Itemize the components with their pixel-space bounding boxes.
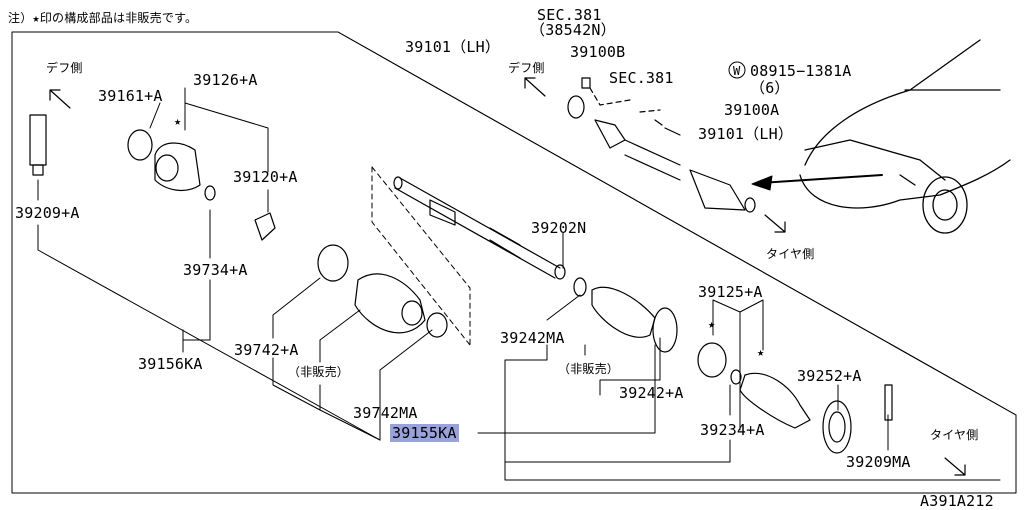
part-sec381-b: （38542N）: [530, 21, 616, 39]
boot-right: [573, 277, 678, 353]
part-washer-w: W: [733, 64, 741, 78]
part-sec381-a: SEC.381: [537, 6, 602, 24]
arrowhead: [751, 175, 773, 191]
part-39252a: 39252+A: [797, 367, 862, 385]
star-3: ★: [757, 345, 765, 359]
joint-parts: [697, 342, 893, 454]
direction-arrow: [759, 174, 883, 184]
upper-assembly: [567, 77, 756, 213]
shaft: [393, 176, 566, 280]
leader-39742a-b: [319, 309, 381, 441]
part-39161a: 39161+A: [98, 87, 163, 105]
diagram-id: A391A212: [920, 492, 994, 510]
leader-39742a: [272, 277, 321, 411]
star-1: ★: [174, 114, 182, 128]
part-39155ka: 39155KA: [390, 424, 459, 442]
leader-39742ma: [379, 329, 433, 403]
note-text: 注）★印の構成部品は非販売です。: [8, 11, 198, 25]
leader-39161: [149, 102, 161, 129]
part-39742a: 39742+A: [234, 341, 299, 359]
dashed-box: [371, 166, 471, 346]
part-39742ma: 39742MA: [353, 404, 418, 422]
boot-middle: [317, 244, 448, 338]
part-39156ka: 39156KA: [138, 355, 203, 373]
part-39100a: 39100A: [724, 101, 780, 119]
leader-39155-right: [477, 344, 656, 434]
part-39209a: 39209+A: [15, 204, 80, 222]
car-outline: [799, 39, 1011, 234]
frame-corner-line: [337, 31, 1017, 416]
part-39125a: 39125+A: [698, 283, 763, 301]
washer-symbol: [728, 61, 746, 79]
star-2: ★: [708, 317, 716, 331]
part-39100b: 39100B: [570, 43, 626, 61]
part-39242a: 39242+A: [619, 384, 684, 402]
leader-39209: [37, 179, 381, 441]
part-08915-qty: （6）: [750, 79, 790, 97]
label-tire-side-1: タイヤ側: [766, 247, 815, 261]
label-not-sold-2: （非販売）: [558, 362, 620, 376]
diff-arrows: [49, 77, 546, 109]
part-08915: 08915−1381A: [750, 62, 852, 80]
part-39155ka-label: 39155KA: [390, 424, 459, 442]
tire-arrows: [764, 214, 966, 476]
part-39120a: 39120+A: [233, 168, 298, 186]
label-not-sold-1: （非販売）: [288, 365, 350, 379]
leader-39242ma: [504, 294, 1001, 481]
boot-left: [127, 129, 276, 241]
leader-39125: [712, 299, 764, 431]
part-sec381-c: SEC.381: [609, 69, 674, 87]
part-39209ma: 39209MA: [846, 453, 911, 471]
part-39126a: 39126+A: [193, 71, 258, 89]
part-39101-lh: 39101（LH）: [698, 125, 794, 143]
part-39242ma: 39242MA: [500, 329, 565, 347]
strut-left: [29, 114, 47, 176]
part-39202n: 39202N: [531, 219, 587, 237]
part-39734a: 39734+A: [183, 261, 248, 279]
frame: [11, 31, 1017, 494]
leader-39126: [184, 87, 269, 213]
part-39234a: 39234+A: [700, 421, 765, 439]
label-diff-side-2: デフ側: [508, 61, 545, 75]
leader-39242a: [599, 337, 661, 396]
leader-39234: [504, 384, 731, 463]
label-tire-side-2: タイヤ側: [930, 428, 979, 442]
part-39101-lh-top: 39101（LH）: [405, 38, 501, 56]
label-diff-side-1: デフ側: [46, 61, 83, 75]
